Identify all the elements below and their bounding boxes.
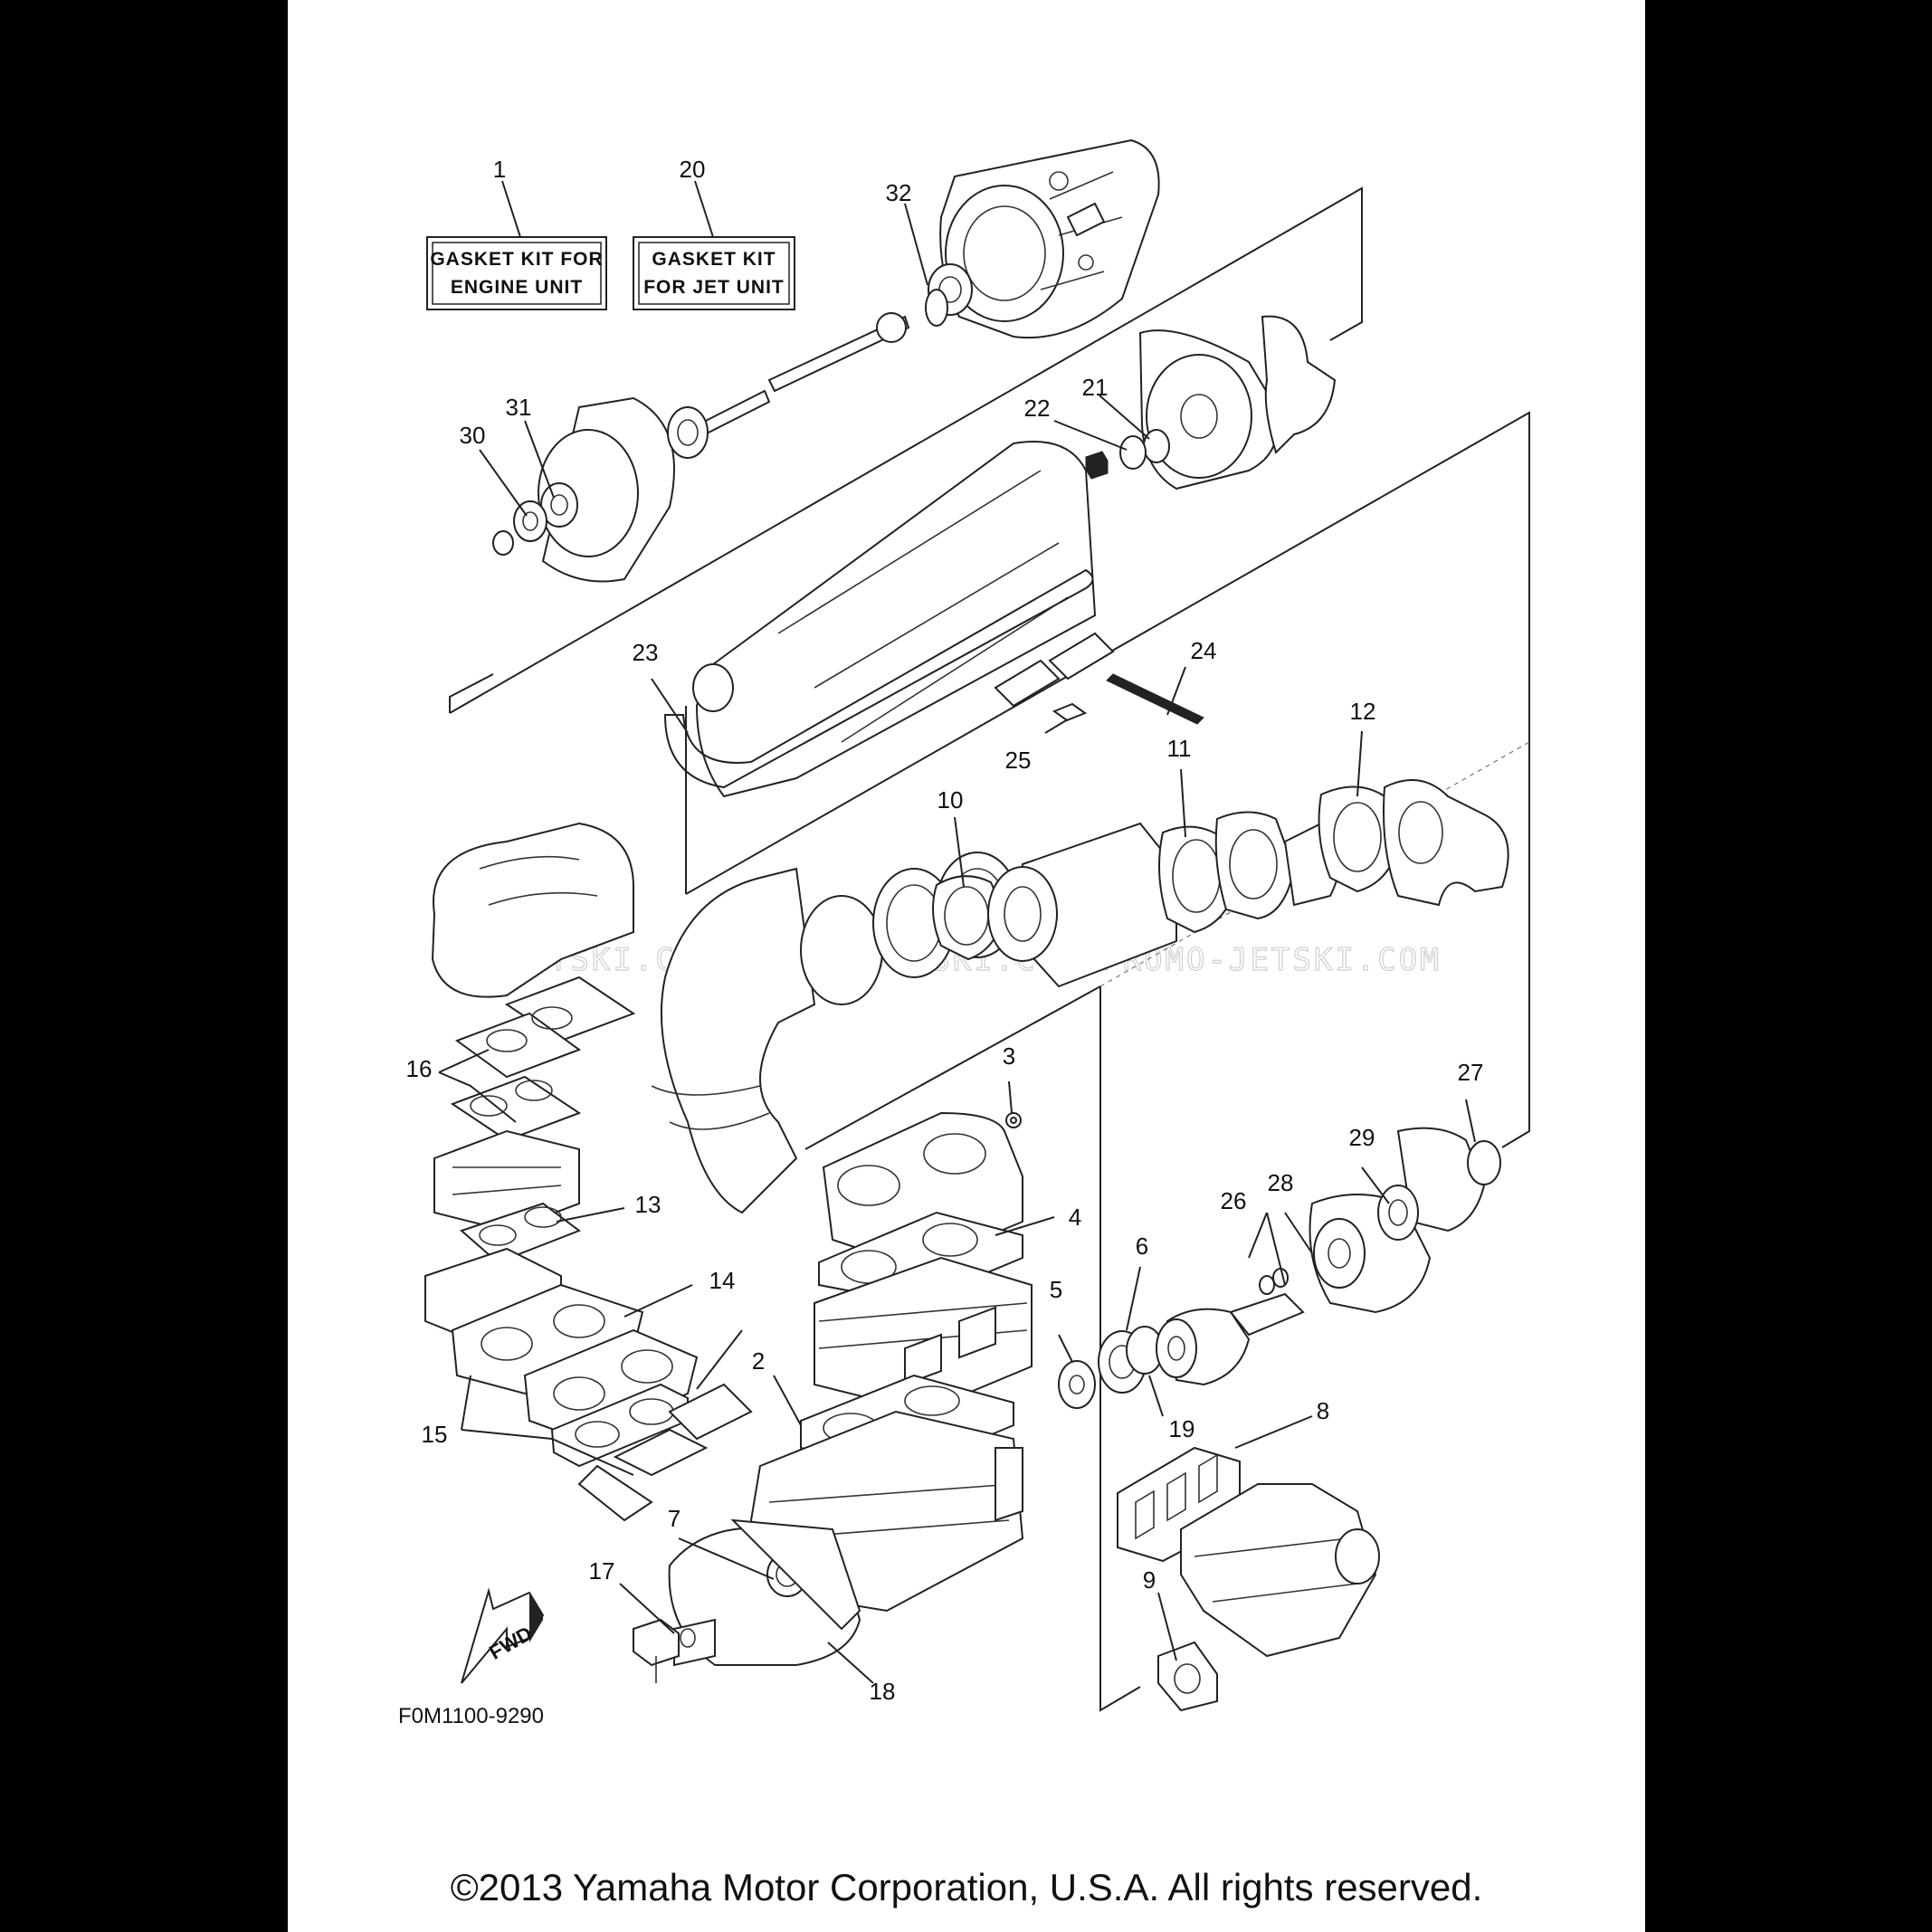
jet-unit-frame-end <box>449 673 494 713</box>
water-box <box>1383 779 1509 907</box>
jet-kit-line-2: FOR JET UNIT <box>643 277 785 298</box>
callout-16: 16 <box>406 1055 433 1082</box>
callout-10: 10 <box>937 786 964 814</box>
callout-12: 12 <box>1350 698 1376 725</box>
exhaust-frame-top <box>804 985 1101 1150</box>
callout-18: 18 <box>870 1678 896 1705</box>
bearings-and-seals-rear <box>492 289 1170 556</box>
drive-shaft-housing <box>1229 1127 1501 1337</box>
callout-17: 17 <box>589 1557 615 1585</box>
fwd-arrow-icon: FWD <box>461 1587 545 1684</box>
callout-numbers: 1 2 3 4 5 6 7 8 9 10 11 12 13 14 15 16 1… <box>406 156 1484 1705</box>
callout-31: 31 <box>506 394 532 421</box>
figure-code: F0M1100-9290 <box>398 1704 544 1728</box>
engine-gasket-kit-label: GASKET KIT FOR ENGINE UNIT <box>426 236 607 310</box>
callout-28: 28 <box>1268 1169 1294 1196</box>
magneto-cover <box>668 1518 861 1667</box>
callout-7: 7 <box>668 1505 680 1532</box>
callout-25: 25 <box>1005 747 1032 774</box>
reed-gaskets-14-15 <box>451 1283 699 1468</box>
callout-20: 20 <box>680 156 706 183</box>
copyright-notice: ©2013 Yamaha Motor Corporation, U.S.A. A… <box>450 1866 1483 1908</box>
jet-gasket-kit-label: GASKET KIT FOR JET UNIT <box>633 236 795 310</box>
callout-1: 1 <box>493 156 506 183</box>
engine-kit-line-2: ENGINE UNIT <box>451 277 583 298</box>
callout-5: 5 <box>1050 1276 1062 1303</box>
engine-kit-line-1: GASKET KIT FOR <box>430 249 603 270</box>
coupler-parts <box>1058 1308 1251 1409</box>
drive-shaft <box>695 263 973 438</box>
gasket-13 <box>460 1202 582 1264</box>
callout-11: 11 <box>1167 735 1192 762</box>
exhaust-elbow <box>1214 811 1344 920</box>
jet-pump-housing <box>939 138 1160 339</box>
reed-valves <box>577 1383 753 1522</box>
callout-8: 8 <box>1317 1397 1329 1424</box>
callout-21: 21 <box>1082 374 1109 401</box>
callout-9: 9 <box>1143 1566 1156 1594</box>
callout-19: 19 <box>1169 1415 1195 1442</box>
jet-unit-frame-line <box>449 186 1363 714</box>
callout-24: 24 <box>1191 637 1217 664</box>
callout-29: 29 <box>1349 1124 1375 1151</box>
jet-kit-line-1: GASKET KIT <box>652 249 776 270</box>
callout-4: 4 <box>1069 1204 1081 1231</box>
air-silencer <box>431 822 634 998</box>
callout-3: 3 <box>1003 1042 1015 1070</box>
callout-15: 15 <box>422 1421 448 1448</box>
callout-32: 32 <box>886 179 912 206</box>
gasket-9 <box>1157 1641 1218 1712</box>
exhaust-frame-line <box>1099 986 1141 1712</box>
exhaust-manifold <box>1180 1483 1380 1658</box>
rubber-strip-24 <box>1106 673 1204 725</box>
callout-6: 6 <box>1136 1232 1148 1260</box>
muffler-chamber <box>987 822 1177 988</box>
callout-30: 30 <box>460 422 486 449</box>
cylinder-block <box>814 1256 1033 1413</box>
callout-14: 14 <box>709 1267 736 1294</box>
intake-duct <box>663 441 1115 798</box>
impeller-housing <box>1138 315 1337 490</box>
callout-2: 2 <box>752 1347 765 1375</box>
pad-25 <box>1052 702 1088 722</box>
bracket-17 <box>633 1618 680 1683</box>
exhaust-gasket-10 <box>932 875 1006 961</box>
leader-lines <box>438 180 1476 1684</box>
callout-27: 27 <box>1458 1059 1484 1086</box>
callout-13: 13 <box>635 1191 661 1218</box>
intake-gaskets-16 <box>450 976 636 1142</box>
callout-26: 26 <box>1221 1187 1247 1214</box>
callout-22: 22 <box>1024 395 1051 422</box>
callout-23: 23 <box>633 639 659 666</box>
exhaust-gasket-12 <box>1318 785 1400 893</box>
